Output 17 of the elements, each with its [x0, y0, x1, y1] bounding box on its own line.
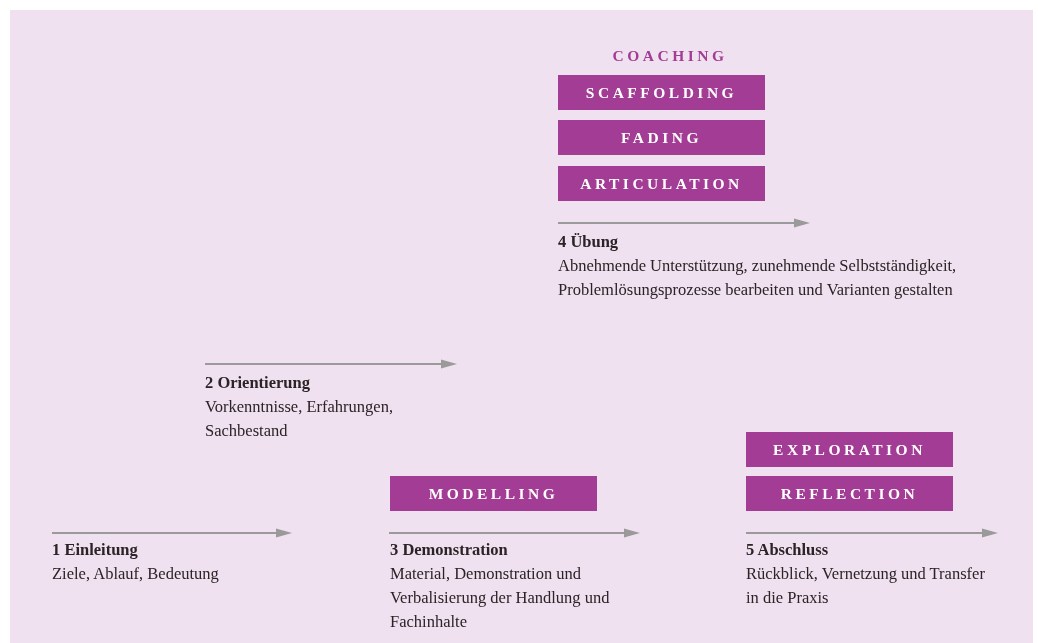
step-description: Ziele, Ablauf, Bedeutung [52, 563, 220, 585]
concept-box: REFLECTION [746, 476, 953, 511]
step-title: 5 Abschluss [746, 539, 830, 561]
step-description: Vorkenntnisse, Erfahrungen, Sachbestand [205, 396, 395, 442]
concept-box: FADING [558, 120, 765, 155]
concept-box: MODELLING [390, 476, 597, 511]
step-description: Abnehmende Unterstützung, zunehmende Selbstständigkeit, Problemlösungsprozesse bearbeiten und Varianten gestalten [558, 255, 958, 301]
step-title: 4 Übung [558, 231, 620, 253]
concept-box: SCAFFOLDING [558, 75, 765, 110]
step-title: 1 Einleitung [52, 539, 139, 561]
concept-box: EXPLORATION [746, 432, 953, 467]
step-description: Material, Demonstration und Verbalisierung der Handlung und Fachinhalte [390, 563, 611, 633]
step-title: 2 Orientierung [205, 372, 311, 394]
group-heading: COACHING [611, 46, 729, 66]
concept-box: ARTICULATION [558, 166, 765, 201]
step-description: Rückblick, Vernetzung und Transfer in die Praxis [746, 563, 986, 609]
step-title: 3 Demonstration [390, 539, 509, 561]
